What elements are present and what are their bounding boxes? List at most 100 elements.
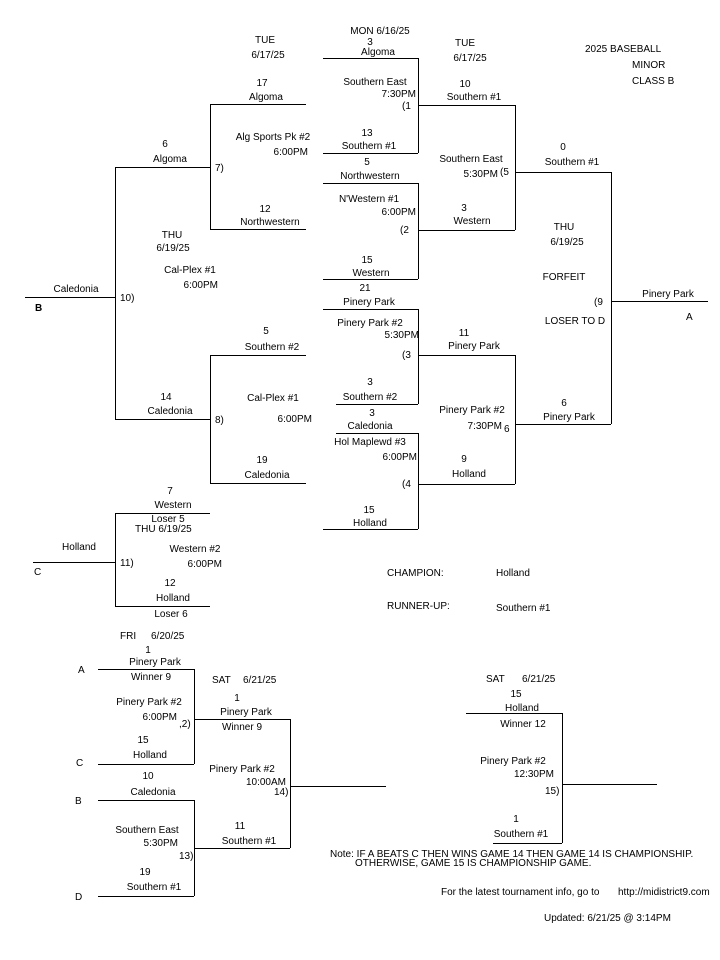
g10-day: THU [161,230,183,241]
g11-time: 6:00PM [187,559,222,570]
g11-team2-line [115,606,210,607]
g14-team1-name: Pinery Park [220,707,272,718]
g11-venue: Western #2 [169,544,221,555]
g15-date: 6/21/25 [522,674,556,685]
footer-info-text: For the latest tournament info, go to [441,887,600,898]
g10-number: 10) [120,293,135,304]
g4-team2-line [323,529,418,530]
g8-team1-line [210,355,306,356]
footer-info-link[interactable]: http://midistrict9.com [618,887,710,898]
g2-team1-line [323,183,418,184]
date-tue-left-day: TUE [255,35,275,46]
g7-team2-line [210,229,306,230]
g13-number: 13) [179,851,194,862]
g13-team2-line [98,896,194,897]
g10-date: 6/19/25 [156,243,190,254]
g15-team1-source: Winner 12 [500,719,546,730]
g11-team1-line [115,513,210,514]
g7-team1-seed: 17 [256,78,268,89]
g7-out-line [115,167,210,168]
g1-team1-line [323,58,418,59]
g11-team2-name: Holland [156,593,190,604]
g6-team1-seed: 11 [458,328,470,339]
g2-number: (2 [400,225,409,236]
g15-team1-line [466,713,562,714]
g13-team2-tag: D [75,892,83,903]
g9-team2-seed: 6 [561,398,567,409]
g8-time: 6:00PM [277,414,312,425]
g11-out-line [33,562,115,563]
g12-team1-line [98,669,194,670]
g3-team1-name: Pinery Park [343,297,395,308]
g1-number: (1 [402,101,411,112]
date-tue-right-day: TUE [455,38,475,49]
g14-out-line [290,786,386,787]
g15-venue: Pinery Park #2 [480,756,546,767]
g4-connector [418,433,419,529]
g10-winner-name: Caledonia [53,284,99,295]
g2-team1-seed: 5 [364,157,370,168]
g13-team1-name: Caledonia [130,787,176,798]
g15-day: SAT [486,674,505,685]
g12-date: 6/20/25 [151,631,185,642]
g1-team1-seed: 3 [367,37,373,48]
g7-time: 6:00PM [273,147,308,158]
g13-team2-seed: 19 [139,867,151,878]
g2-out-line [418,230,515,231]
g10-team2-seed: 14 [160,392,172,403]
footer-note-line2: OTHERWISE, GAME 15 IS CHAMPIONSHIP GAME. [355,858,592,869]
g9-number: (9 [594,297,603,308]
g1-team1-name: Algoma [361,47,395,58]
g8-out-line [115,419,210,420]
g6-venue: Pinery Park #2 [439,405,505,416]
g12-connector [194,669,195,764]
g12-team2-name: Holland [133,750,167,761]
g2-connector [418,183,419,279]
g12-team2-seed: 15 [137,735,149,746]
g1-team2-line [323,153,418,154]
g10-time: 6:00PM [183,280,218,291]
g11-winner-name: Holland [62,542,96,553]
g13-team1-tag: B [75,796,82,807]
g9-connector [611,172,612,424]
g7-team2-seed: 12 [259,204,271,215]
g14-time: 10:00AM [245,777,286,788]
g8-connector [210,355,211,483]
g4-out-line [418,484,515,485]
g4-team1-name: Caledonia [347,421,393,432]
g14-date: 6/21/25 [243,675,277,686]
g6-out-line [515,424,611,425]
g15-team2-seed: 1 [513,814,519,825]
title-line-2: MINOR [632,60,666,71]
date-mon: MON 6/16/25 [350,26,410,37]
g12-team1-tag: A [78,665,85,676]
g7-number: 7) [215,163,224,174]
g9-team1-name: Southern #1 [544,157,600,168]
g12-day: FRI [120,631,137,642]
g11-team1-seed: 7 [167,486,173,497]
g3-out-line [418,355,515,356]
g9-winner-name: Pinery Park [642,289,694,300]
g2-time: 6:00PM [381,207,416,218]
g10-venue: Cal-Plex #1 [164,265,216,276]
title-line-3: CLASS B [632,76,675,87]
date-tue-right-date: 6/17/25 [453,53,487,64]
g2-team2-line [323,279,418,280]
title-line-1: 2025 BASEBALL [585,44,662,55]
g13-team1-seed: 10 [142,771,154,782]
g10-team1-seed: 6 [162,139,168,150]
g8-team2-seed: 19 [256,455,268,466]
g7-team1-name: Algoma [249,92,283,103]
g3-team2-name: Southern #2 [342,392,398,403]
g12-team1-seed: 1 [145,645,151,656]
g7-team1-line [210,104,306,105]
g5-team1-seed: 10 [459,79,471,90]
g5-connector [515,105,516,230]
g7-team2-name: Northwestern [240,217,300,228]
g1-out-line [418,105,515,106]
g3-team2-line [336,404,418,405]
runnerup-label: RUNNER-UP: [387,601,450,612]
g10-team1-name: Algoma [153,154,187,165]
g3-time: 5:30PM [384,330,419,341]
g15-number: 15) [545,786,560,797]
